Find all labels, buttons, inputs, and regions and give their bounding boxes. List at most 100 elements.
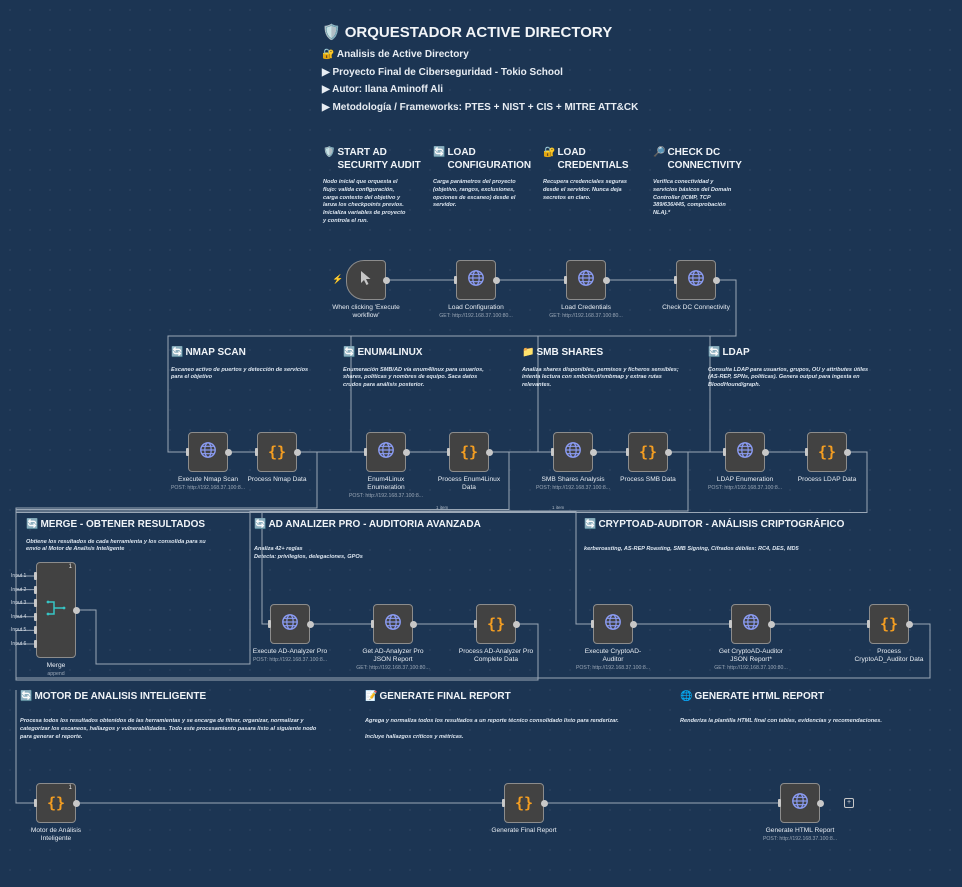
note-title: 📝GENERATE FINAL REPORT <box>365 691 665 704</box>
output-port[interactable] <box>541 799 548 807</box>
node-getadan[interactable] <box>373 604 413 644</box>
output-port[interactable] <box>590 448 597 456</box>
node-padan[interactable]: {} <box>476 604 516 644</box>
node-label: SMB Shares Analysis <box>518 476 628 484</box>
input-port[interactable] <box>805 448 808 456</box>
output-port[interactable] <box>294 448 301 456</box>
input-port[interactable] <box>371 620 374 628</box>
input-port[interactable] <box>778 799 781 807</box>
input-port[interactable] <box>591 620 594 628</box>
output-port[interactable] <box>713 276 720 284</box>
merge-input-port[interactable] <box>34 599 37 608</box>
output-port[interactable] <box>73 606 80 614</box>
input-port[interactable] <box>186 448 189 456</box>
output-port[interactable] <box>403 448 410 456</box>
node-exadan[interactable] <box>270 604 310 644</box>
input-port[interactable] <box>729 620 732 628</box>
input-port[interactable] <box>454 276 457 284</box>
output-port[interactable] <box>844 448 851 456</box>
input-port[interactable] <box>674 276 677 284</box>
node-getcrypto[interactable] <box>731 604 771 644</box>
output-port[interactable] <box>768 620 775 628</box>
globe-icon <box>604 613 622 636</box>
output-port[interactable] <box>410 620 417 628</box>
node-enum[interactable] <box>366 432 406 472</box>
node-smb[interactable] <box>553 432 593 472</box>
input-port[interactable] <box>551 448 554 456</box>
node-genfinal[interactable]: {} <box>504 783 544 823</box>
output-port[interactable] <box>906 620 913 628</box>
merge-input-port[interactable] <box>34 626 37 635</box>
code-icon: {} <box>879 614 899 633</box>
input-port[interactable] <box>474 620 477 628</box>
node-genhtml[interactable] <box>780 783 820 823</box>
input-port[interactable] <box>564 276 567 284</box>
note-icon: 🔐 <box>543 147 556 158</box>
node-merge[interactable]: 1 <box>36 562 76 658</box>
node-psmb[interactable]: {} <box>628 432 668 472</box>
output-port[interactable] <box>383 276 390 284</box>
node-nmap[interactable] <box>188 432 228 472</box>
output-port[interactable] <box>630 620 637 628</box>
note-description-line <box>365 711 665 719</box>
add-node-plus-icon[interactable]: + <box>844 798 854 808</box>
merge-input-port[interactable] <box>34 640 37 648</box>
globe-icon <box>742 613 760 636</box>
node-checkdc[interactable] <box>676 260 716 300</box>
node-loadconf[interactable] <box>456 260 496 300</box>
note-icon: 🔄 <box>433 147 446 158</box>
sticky-note-crypto[interactable]: 🔄CRYPTOAD-AUDITOR - ANÁLISIS CRIPTOGRÁFI… <box>584 519 904 554</box>
node-motor[interactable]: {}1 <box>36 783 76 823</box>
output-port[interactable] <box>307 620 314 628</box>
output-port[interactable] <box>817 799 824 807</box>
input-port[interactable] <box>255 448 258 456</box>
output-port[interactable] <box>513 620 520 628</box>
note-description-line <box>584 539 904 547</box>
output-port[interactable] <box>665 448 672 456</box>
note-description: Analiza shares disponibles, permisos y f… <box>522 367 697 390</box>
output-port[interactable] <box>225 448 232 456</box>
node-loadcred[interactable] <box>566 260 606 300</box>
node-label: Check DC Connectivity <box>641 304 751 312</box>
input-port[interactable] <box>723 448 726 456</box>
node-label-line: Process <box>877 648 901 655</box>
input-port[interactable] <box>502 799 505 807</box>
output-port[interactable] <box>603 276 610 284</box>
merge-input-port[interactable] <box>34 585 37 594</box>
node-excrypto[interactable] <box>593 604 633 644</box>
merge-input-port[interactable] <box>34 612 37 621</box>
node-pnmap[interactable]: {} <box>257 432 297 472</box>
note-title: 📁SMB SHARES <box>522 347 697 360</box>
output-port[interactable] <box>493 276 500 284</box>
input-port[interactable] <box>364 448 367 456</box>
note-icon: 🛡️ <box>323 147 336 158</box>
output-port[interactable] <box>486 448 493 456</box>
node-ldap[interactable] <box>725 432 765 472</box>
input-port[interactable] <box>626 448 629 456</box>
node-penum[interactable]: {} <box>449 432 489 472</box>
output-port[interactable] <box>762 448 769 456</box>
input-port[interactable] <box>447 448 450 456</box>
node-pcrypto[interactable]: {} <box>869 604 909 644</box>
input-port[interactable] <box>867 620 870 628</box>
output-port[interactable] <box>73 799 80 807</box>
merge-input-port[interactable] <box>34 572 37 580</box>
node-pldap[interactable]: {} <box>807 432 847 472</box>
input-port[interactable] <box>268 620 271 628</box>
sticky-note-smb[interactable]: 📁SMB SHARES Analiza shares disponibles, p… <box>522 347 697 390</box>
node-trigger[interactable] <box>346 260 386 300</box>
input-port[interactable] <box>34 799 37 807</box>
